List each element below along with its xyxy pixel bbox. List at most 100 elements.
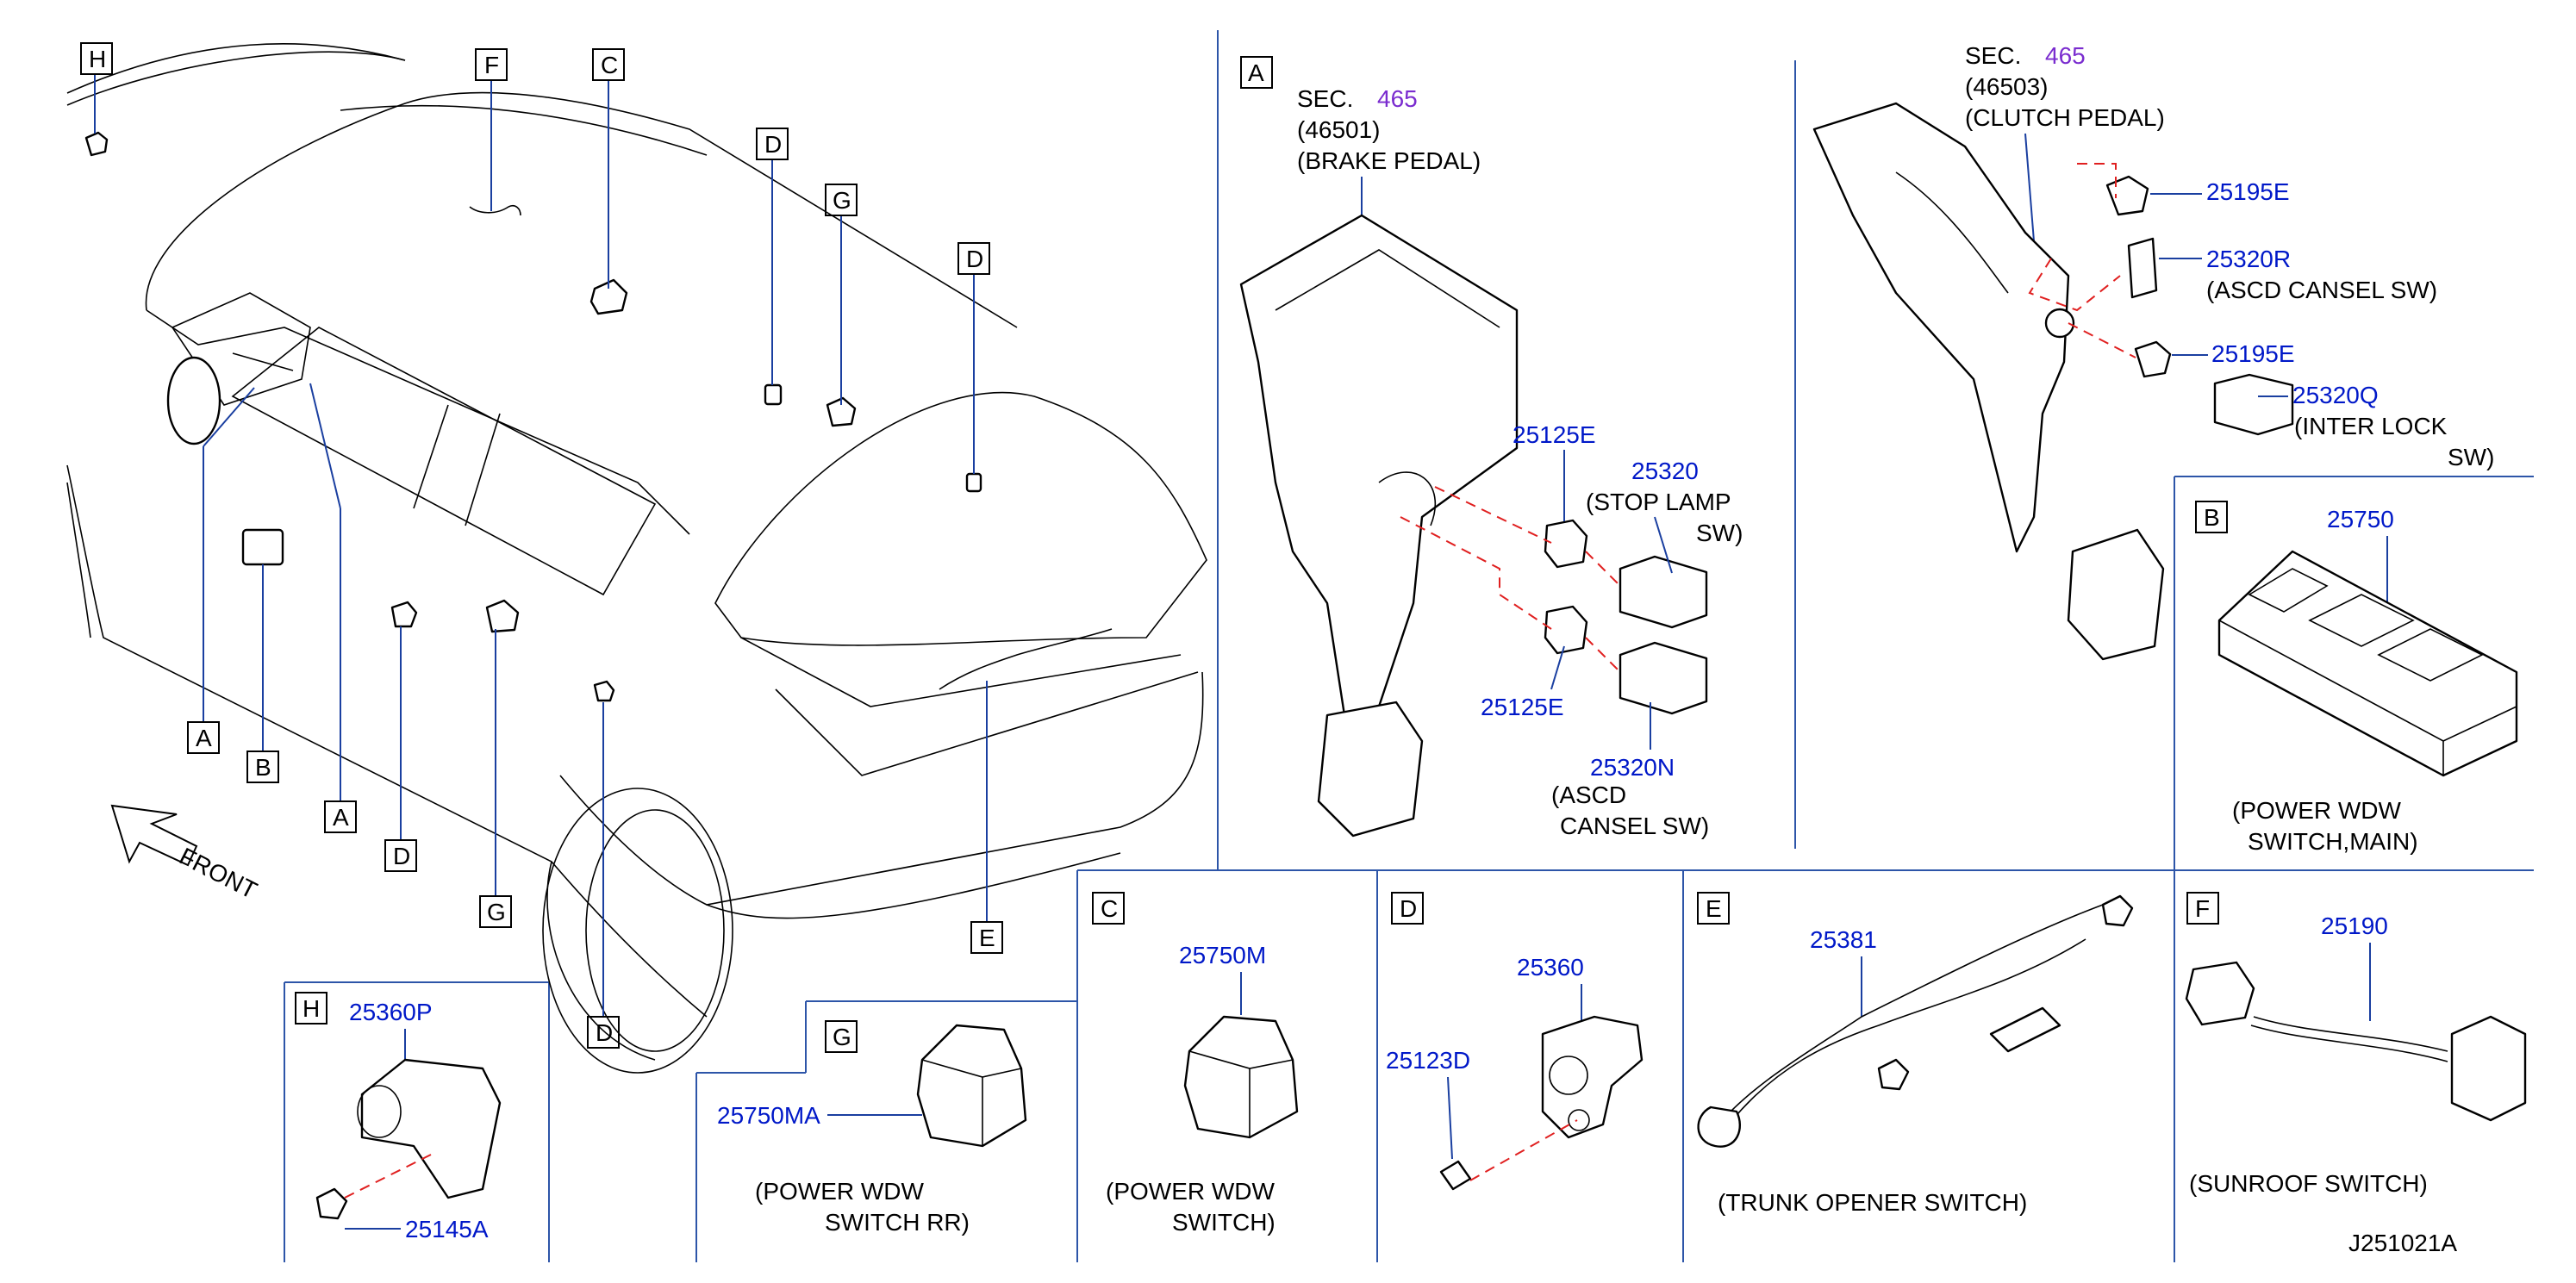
callout-h: H xyxy=(80,42,113,75)
h-switch-icon xyxy=(360,1058,502,1199)
section-g-letter: G xyxy=(833,1024,851,1050)
clutch-name: (CLUTCH PEDAL) xyxy=(1965,104,2165,131)
section-a-box xyxy=(1240,56,1273,89)
front-label: FRONT xyxy=(175,843,261,904)
svg-text:G: G xyxy=(487,899,506,925)
b-part-icon xyxy=(241,528,284,566)
svg-text:D: D xyxy=(393,843,410,869)
clutch-pedal-bracket xyxy=(1812,102,2070,553)
section-b-letter: B xyxy=(2204,504,2220,531)
c-part-icon xyxy=(589,278,628,315)
clutch-pedal-pad xyxy=(2067,528,2165,661)
callout-d-1: D xyxy=(756,128,789,160)
diagram-code: J251021A xyxy=(2348,1230,2457,1256)
h-part-icon xyxy=(84,131,109,157)
brake-part-25125e-bottom: 25125E xyxy=(1481,694,1564,720)
callout-a-2: A xyxy=(324,800,357,833)
clutch-part-25195e-top: 25195E xyxy=(2206,178,2290,205)
section-h-box xyxy=(295,992,327,1025)
section-h-letter: H xyxy=(303,995,320,1022)
section-f-sunroof: F 25190 (SUNROOF SWITCH) xyxy=(2185,892,2527,1197)
section-d-box xyxy=(1391,892,1424,925)
clutch-bush-icon-2 xyxy=(2134,340,2172,378)
g-part-icon-2 xyxy=(485,599,520,633)
d-part-icon-2 xyxy=(965,472,982,493)
section-d-switch: D 25360 25123D xyxy=(1386,892,1644,1191)
trunk-opener-switch-icon xyxy=(1989,1006,2061,1053)
power-window-main-switch-icon xyxy=(2217,550,2518,777)
section-h-part2: 25145A xyxy=(405,1216,489,1243)
brake-stop-lamp-desc2: SW) xyxy=(1696,520,1743,546)
section-a-brake-pedal: A SEC. 465 (46501) (BRAKE PEDAL) 25125E … xyxy=(1239,56,1743,839)
section-g-desc2: SWITCH RR) xyxy=(825,1209,970,1236)
brake-ascd-desc2: CANSEL SW) xyxy=(1560,813,1709,839)
d-part-icon-4 xyxy=(593,680,615,702)
brake-sec-num: 465 xyxy=(1377,85,1418,112)
callout-g-1: G xyxy=(825,184,858,216)
brake-code: (46501) xyxy=(1297,116,1381,143)
svg-text:D: D xyxy=(966,246,983,272)
section-g-part: 25750MA xyxy=(717,1102,820,1129)
section-g-box xyxy=(825,1020,858,1053)
svg-text:G: G xyxy=(833,187,851,214)
callout-g-2: G xyxy=(479,895,512,928)
callout-f: F xyxy=(475,48,508,81)
clutch-ascd-desc: (ASCD CANSEL SW) xyxy=(2206,277,2437,303)
interlock-switch-icon xyxy=(2213,373,2294,436)
clutch-part-25320q: 25320Q xyxy=(2292,382,2379,408)
brake-bush-icon-1 xyxy=(1544,519,1588,569)
d-part-icon-1 xyxy=(764,383,783,406)
clutch-part-25195e-bottom: 25195E xyxy=(2211,340,2295,367)
svg-text:D: D xyxy=(596,1019,613,1046)
clutch-bush-icon-1 xyxy=(2105,175,2149,216)
svg-text:E: E xyxy=(979,925,995,951)
e-connector-icon-1 xyxy=(1697,1105,1741,1148)
clutch-code: (46503) xyxy=(1965,73,2049,100)
power-window-switch-icon xyxy=(1183,1015,1299,1139)
section-e-trunk-opener: E 25381 (TRUNK OPENER SWITCH) xyxy=(1697,892,2134,1216)
ascd-cancel-switch-icon xyxy=(1619,641,1708,715)
section-b-part: 25750 xyxy=(2327,506,2394,533)
callout-d-3: D xyxy=(384,839,417,872)
svg-text:C: C xyxy=(601,52,618,78)
section-e-box xyxy=(1697,892,1730,925)
d-clip-icon xyxy=(1439,1160,1472,1191)
e-connector-icon-2 xyxy=(1877,1058,1910,1091)
clutch-pivot-icon xyxy=(2044,308,2075,339)
section-g-desc1: (POWER WDW xyxy=(755,1178,925,1205)
section-d-letter: D xyxy=(1400,895,1417,922)
svg-text:F: F xyxy=(484,52,499,78)
callout-d-2: D xyxy=(957,242,990,275)
callout-e: E xyxy=(970,921,1003,954)
brake-name: (BRAKE PEDAL) xyxy=(1297,147,1481,174)
clutch-ascd-switch-icon xyxy=(2127,237,2158,299)
svg-text:D: D xyxy=(764,131,782,158)
clutch-part-25320r: 25320R xyxy=(2206,246,2291,272)
section-d-part2: 25123D xyxy=(1386,1047,1470,1074)
section-b-desc2: SWITCH,MAIN) xyxy=(2248,828,2418,855)
section-b-power-window-main: B 25750 (POWER WDW SWITCH,MAIN) xyxy=(2195,501,2518,855)
section-c-desc1: (POWER WDW xyxy=(1106,1178,1276,1205)
overview-callouts: H F C D G D A B A D G D E xyxy=(80,42,1003,1049)
d-part-icon-3 xyxy=(390,601,418,628)
brake-pedal-bracket xyxy=(1239,214,1519,717)
brake-ascd-desc1: (ASCD xyxy=(1551,782,1626,808)
brake-part-25125e-top: 25125E xyxy=(1513,421,1596,448)
section-c-power-window: C 25750M (POWER WDW SWITCH) xyxy=(1092,892,1299,1236)
brake-part-25320n: 25320N xyxy=(1590,754,1675,781)
clutch-interlock-desc1: (INTER LOCK xyxy=(2294,413,2448,439)
sunroof-switch-icon xyxy=(2450,1015,2527,1122)
svg-text:H: H xyxy=(89,46,106,72)
svg-text:B: B xyxy=(255,754,271,781)
brake-bush-icon-2 xyxy=(1544,605,1588,655)
section-c-part: 25750M xyxy=(1179,942,1266,968)
section-f-part: 25190 xyxy=(2321,912,2388,939)
section-a-letter: A xyxy=(1248,59,1264,86)
clutch-sec-num: 465 xyxy=(2045,42,2086,69)
clutch-interlock-desc2: SW) xyxy=(2448,444,2494,470)
f-part-icon xyxy=(469,204,521,216)
clutch-sec-prefix: SEC. xyxy=(1965,42,2021,69)
callout-d-4: D xyxy=(587,1016,620,1049)
